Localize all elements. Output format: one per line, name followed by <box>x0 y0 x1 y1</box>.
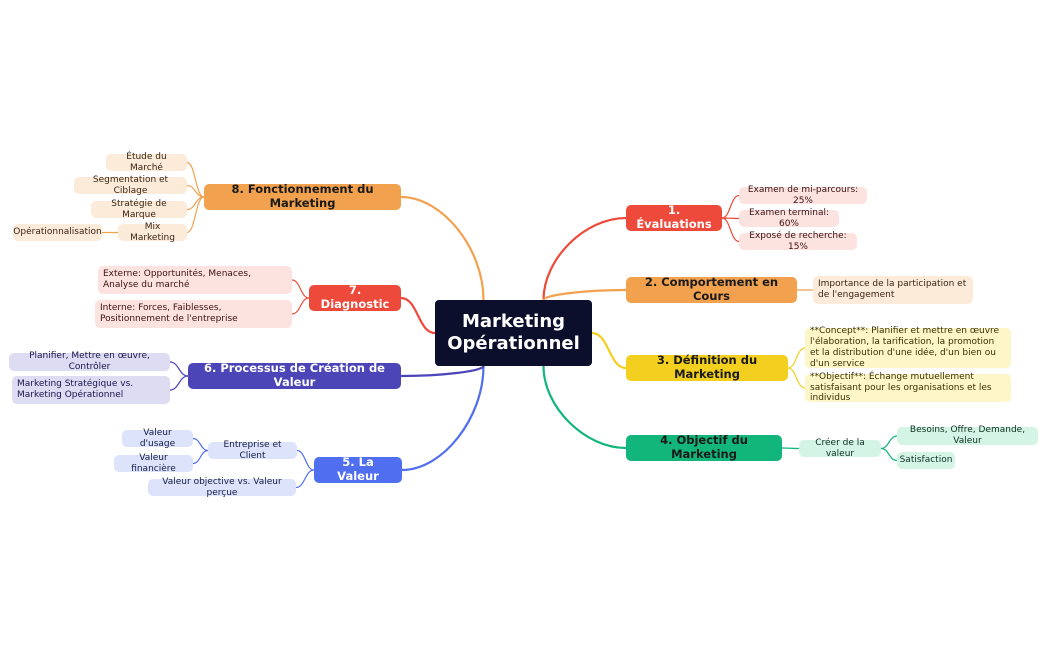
subtopic-etude-du-marche-label: Étude du Marché <box>126 151 167 173</box>
subtopic-operationnalisation[interactable]: Opérationnalisation <box>13 224 102 241</box>
trunk-connector-b6 <box>399 364 485 378</box>
branch-3-definition-du-marketing-label: 3. Définition du Marketing <box>656 353 758 381</box>
branch-5-la-valeur-label: 5. La Valeur <box>337 455 379 483</box>
connector-b7c2 <box>291 297 310 315</box>
subtopic-mix-marketing-label: Mix Marketing <box>130 221 175 243</box>
subtopic-interne-forces-faiblesses-positionnement[interactable]: Interne: Forces, Faiblesses, Positionnem… <box>95 300 292 328</box>
subtopic-segmentation-et-ciblage-label: Segmentation et Ciblage <box>92 174 169 196</box>
subtopic-creer-de-la-valeur-label: Créer de la valeur <box>815 437 865 459</box>
connector-b5c2 <box>295 469 315 489</box>
subtopic-besoins-offre-demande-valeur[interactable]: Besoins, Offre, Demande, Valeur <box>897 425 1038 446</box>
connector-b1c1 <box>721 194 740 219</box>
subtopic-marketing-strategique-vs-marketing-opera-label: Marketing Stratégique vs. Marketing Opér… <box>17 379 134 400</box>
subtopic-examen-terminal-60-label: Examen terminal: 60% <box>748 207 830 229</box>
subtopic-entreprise-et-client-label: Entreprise et Client <box>223 439 282 461</box>
branch-6-processus-de-creation-de-valeur[interactable]: 6. Processus de Création de Valeur <box>188 361 401 389</box>
trunk-connector-b3 <box>590 331 628 370</box>
subtopic-etude-du-marche[interactable]: Étude du Marché <box>106 151 187 173</box>
branch-5-la-valeur[interactable]: 5. La Valeur <box>314 455 402 483</box>
subtopic-satisfaction[interactable]: Satisfaction <box>897 452 955 469</box>
connector-b5c1a <box>192 437 209 452</box>
branch-7-diagnostic-label: 7. Diagnostic <box>320 283 390 311</box>
subtopic-expose-de-recherche-15-label: Exposé de recherche: 15% <box>749 230 847 252</box>
trunk-connector-b1 <box>542 216 628 302</box>
subtopic-objectif-echange-mutuellement-satisfaisa-label: **Objectif**: Échange mutuellement satis… <box>810 371 992 404</box>
branch-6-processus-de-creation-de-valeur-label: 6. Processus de Création de Valeur <box>204 361 385 389</box>
subtopic-externe-opportunites-menaces-analyse-du--label: Externe: Opportunités, Menaces, Analyse … <box>103 269 251 290</box>
connector-b7c1 <box>291 279 310 299</box>
connector-b1c3 <box>721 217 740 243</box>
trunk-connector-b7 <box>399 296 437 335</box>
subtopic-entreprise-et-client[interactable]: Entreprise et Client <box>208 439 297 461</box>
central-topic[interactable]: Marketing Opérationnel <box>435 300 592 366</box>
connector-b5c1 <box>296 449 315 471</box>
subtopic-importance-de-la-participation-et-de-l-e[interactable]: Importance de la participation et de l'e… <box>813 276 973 304</box>
connector-b6c1 <box>169 361 189 377</box>
subtopic-planifier-mettre-en-uvre-controler[interactable]: Planifier, Mettre en œuvre, Contrôler <box>9 351 170 372</box>
subtopic-expose-de-recherche-15[interactable]: Exposé de recherche: 15% <box>739 230 857 252</box>
central-topic-label: Marketing Opérationnel <box>447 311 580 354</box>
branch-8-fonctionnement-du-marketing-label: 8. Fonctionnement du Marketing <box>231 182 374 210</box>
subtopic-valeur-d-usage[interactable]: Valeur d'usage <box>122 427 193 449</box>
subtopic-objectif-echange-mutuellement-satisfaisa[interactable]: **Objectif**: Échange mutuellement satis… <box>805 371 1011 404</box>
branch-2-comportement-en-cours-label: 2. Comportement en Cours <box>644 275 779 303</box>
branch-8-fonctionnement-du-marketing[interactable]: 8. Fonctionnement du Marketing <box>204 182 401 210</box>
connector-b8c2 <box>186 184 205 198</box>
trunk-connector-b2 <box>542 288 628 302</box>
branch-3-definition-du-marketing[interactable]: 3. Définition du Marketing <box>626 353 788 381</box>
subtopic-creer-de-la-valeur[interactable]: Créer de la valeur <box>799 437 881 459</box>
subtopic-valeur-d-usage-label: Valeur d'usage <box>139 427 176 449</box>
trunk-connector-b8 <box>399 195 485 302</box>
connector-b3c1 <box>787 347 806 369</box>
connector-b3c2 <box>787 367 806 389</box>
connector-b5c1b <box>192 449 209 465</box>
branch-1-evaluations-label: 1. Évaluations <box>636 203 712 231</box>
branch-4-objectif-du-marketing[interactable]: 4. Objectif du Marketing <box>626 433 782 461</box>
subtopic-externe-opportunites-menaces-analyse-du-[interactable]: Externe: Opportunités, Menaces, Analyse … <box>98 266 292 294</box>
subtopic-valeur-objective-vs-valeur-percue-label: Valeur objective vs. Valeur perçue <box>162 476 282 498</box>
connector-b4c1a <box>880 435 898 450</box>
subtopic-concept-planifier-et-mettre-en-uvre-l-el-label: **Concept**: Planifier et mettre en œuvr… <box>810 326 1000 369</box>
connector-b8c4 <box>186 196 205 234</box>
subtopic-besoins-offre-demande-valeur-label: Besoins, Offre, Demande, Valeur <box>909 425 1026 446</box>
branch-2-comportement-en-cours[interactable]: 2. Comportement en Cours <box>626 275 797 303</box>
connector-b8c1 <box>186 161 205 198</box>
subtopic-strategie-de-marque-label: Stratégie de Marque <box>111 198 167 220</box>
connector-b4c1b <box>880 447 898 462</box>
subtopic-segmentation-et-ciblage[interactable]: Segmentation et Ciblage <box>74 174 187 196</box>
subtopic-examen-de-mi-parcours-25[interactable]: Examen de mi-parcours: 25% <box>739 184 867 206</box>
subtopic-valeur-objective-vs-valeur-percue[interactable]: Valeur objective vs. Valeur perçue <box>148 476 296 498</box>
branch-1-evaluations[interactable]: 1. Évaluations <box>626 203 722 231</box>
subtopic-strategie-de-marque[interactable]: Stratégie de Marque <box>91 198 187 220</box>
branch-4-objectif-du-marketing-label: 4. Objectif du Marketing <box>660 433 748 461</box>
subtopic-marketing-strategique-vs-marketing-opera[interactable]: Marketing Stratégique vs. Marketing Opér… <box>12 376 170 404</box>
subtopic-concept-planifier-et-mettre-en-uvre-l-el[interactable]: **Concept**: Planifier et mettre en œuvr… <box>805 326 1011 369</box>
subtopic-valeur-financiere[interactable]: Valeur financière <box>114 452 193 474</box>
subtopic-examen-terminal-60[interactable]: Examen terminal: 60% <box>739 207 839 229</box>
subtopic-valeur-financiere-label: Valeur financière <box>131 452 176 474</box>
subtopic-importance-de-la-participation-et-de-l-e-label: Importance de la participation et de l'e… <box>818 279 967 300</box>
subtopic-satisfaction-label: Satisfaction <box>899 455 953 466</box>
connector-b6c2 <box>169 375 189 391</box>
connector-b4c1 <box>781 447 800 450</box>
subtopic-operationnalisation-label: Opérationnalisation <box>13 227 102 238</box>
trunk-connector-b5 <box>400 364 485 472</box>
branch-7-diagnostic[interactable]: 7. Diagnostic <box>309 283 401 311</box>
subtopic-planifier-mettre-en-uvre-controler-label: Planifier, Mettre en œuvre, Contrôler <box>29 351 150 372</box>
subtopic-interne-forces-faiblesses-positionnement-label: Interne: Forces, Faiblesses, Positionnem… <box>100 303 238 324</box>
subtopic-mix-marketing[interactable]: Mix Marketing <box>118 221 187 243</box>
subtopic-examen-de-mi-parcours-25-label: Examen de mi-parcours: 25% <box>747 184 859 206</box>
trunk-connector-b4 <box>542 364 628 450</box>
